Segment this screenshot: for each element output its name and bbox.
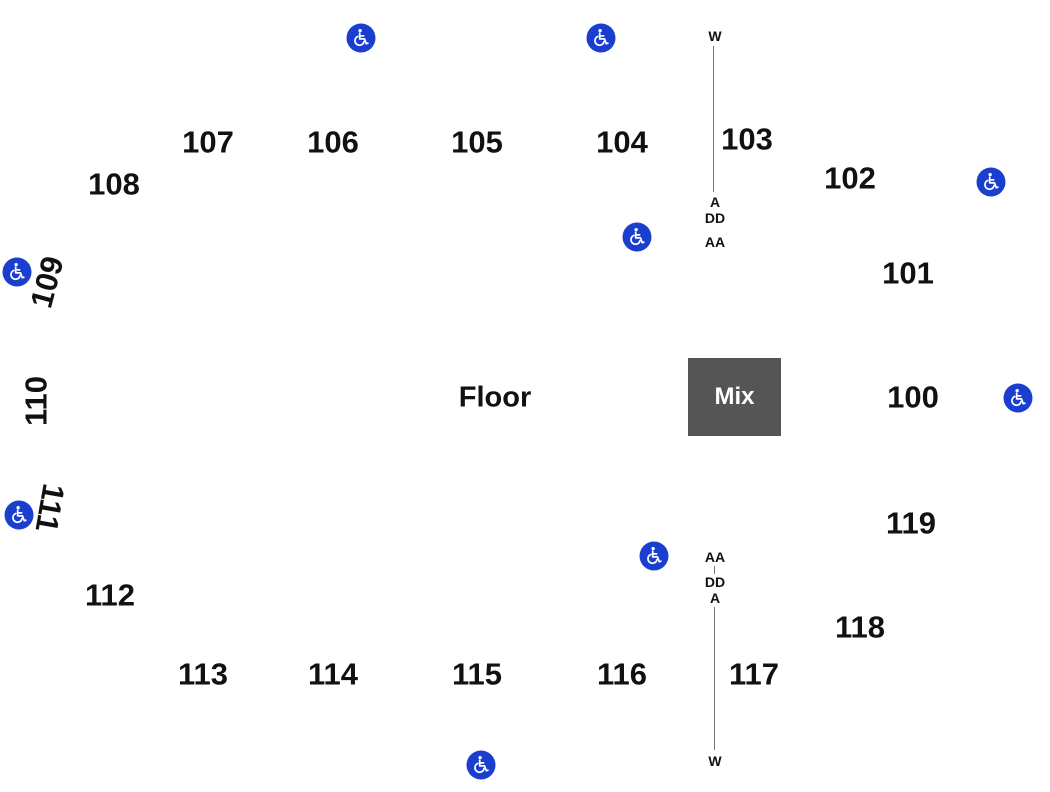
aisle-line-top [713, 46, 714, 192]
wheelchair-icon[interactable] [622, 222, 652, 252]
wheelchair-icon[interactable] [1003, 383, 1033, 413]
wheelchair-icon[interactable] [586, 23, 616, 53]
row-label-bottom-a: A [709, 590, 721, 606]
section-108[interactable]: 108 [88, 166, 140, 202]
section-107[interactable]: 107 [182, 124, 234, 160]
section-115[interactable]: 115 [451, 656, 503, 692]
floor-label[interactable]: Floor [458, 381, 532, 414]
wheelchair-icon[interactable] [639, 541, 669, 571]
row-label-top-w: W [708, 28, 722, 44]
aisle-line-bottom [714, 607, 715, 750]
section-106[interactable]: 106 [307, 124, 359, 160]
section-100[interactable]: 100 [887, 379, 939, 415]
row-label-bottom-w: W [708, 753, 722, 769]
wheelchair-icon[interactable] [346, 23, 376, 53]
mix-label: Mix [714, 383, 755, 410]
section-101[interactable]: 101 [882, 255, 934, 291]
section-118[interactable]: 118 [834, 609, 886, 645]
section-112[interactable]: 112 [84, 577, 136, 613]
row-label-top-a: A [709, 194, 721, 210]
section-109[interactable]: 109 [23, 252, 71, 312]
wheelchair-icon[interactable] [976, 167, 1006, 197]
section-103[interactable]: 103 [721, 121, 773, 157]
section-110[interactable]: 110 [18, 375, 54, 427]
section-119[interactable]: 119 [885, 505, 937, 541]
wheelchair-icon[interactable] [2, 257, 32, 287]
mix-position: Mix [688, 358, 781, 436]
section-111[interactable]: 111 [28, 481, 72, 535]
row-label-bottom-aa: AA [704, 549, 726, 565]
row-label-top-dd: DD [704, 210, 726, 226]
section-104[interactable]: 104 [596, 124, 648, 160]
wheelchair-icon[interactable] [466, 750, 496, 780]
wheelchair-icon[interactable] [4, 500, 34, 530]
section-116[interactable]: 116 [596, 656, 648, 692]
section-114[interactable]: 114 [307, 656, 359, 692]
section-113[interactable]: 113 [177, 656, 229, 692]
aisle-line-bottom-short [714, 566, 715, 574]
section-117[interactable]: 117 [728, 656, 780, 692]
row-label-bottom-dd: DD [704, 574, 726, 590]
section-105[interactable]: 105 [451, 124, 503, 160]
section-102[interactable]: 102 [824, 160, 876, 196]
row-label-top-aa: AA [704, 234, 726, 250]
